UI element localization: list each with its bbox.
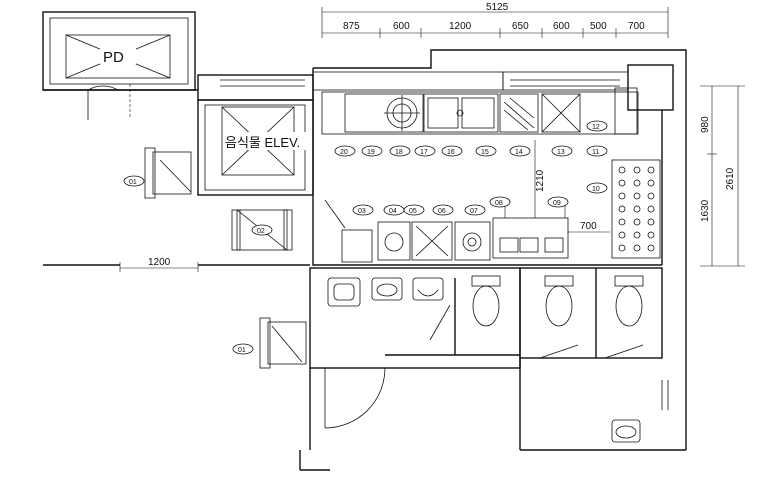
- tag-17: 17: [414, 145, 436, 157]
- svg-text:16: 16: [447, 149, 455, 156]
- dim-top-4: 650: [512, 21, 529, 32]
- svg-text:18: 18: [395, 149, 403, 156]
- tag-20: 20: [334, 145, 356, 157]
- svg-text:02: 02: [257, 228, 265, 235]
- dim-top-6: 500: [590, 21, 607, 32]
- equipment-tags: 03 04 05 06 07 08 09 10 11 12 13 14 15 1…: [334, 120, 608, 216]
- svg-text:11: 11: [592, 149, 599, 156]
- tag-10: 10: [586, 182, 608, 194]
- svg-text:05: 05: [409, 208, 417, 215]
- dim-corridor: 1200: [148, 257, 171, 268]
- front-counter: 700 1210: [324, 140, 610, 263]
- tag-05: 05: [403, 204, 425, 216]
- svg-text:14: 14: [515, 149, 523, 156]
- tag-18: 18: [389, 145, 411, 157]
- equipment-01-upper: 01: [123, 147, 192, 199]
- tag-07: 07: [464, 204, 486, 216]
- equipment-02: 02: [231, 209, 293, 251]
- dim-sink-width: 700: [580, 221, 597, 232]
- pd-shaft: PD: [42, 11, 196, 120]
- svg-text:03: 03: [358, 208, 366, 215]
- svg-text:19: 19: [367, 149, 375, 156]
- tag-19: 19: [361, 145, 383, 157]
- tag-16: 16: [441, 145, 463, 157]
- svg-text:04: 04: [389, 208, 397, 215]
- svg-text:12: 12: [592, 124, 600, 131]
- dim-top-5: 600: [553, 21, 570, 32]
- dim-right-upper: 980: [700, 116, 711, 133]
- dim-right-overall: 2610: [725, 167, 736, 190]
- tag-13: 13: [551, 145, 573, 157]
- svg-text:06: 06: [438, 208, 446, 215]
- tag-03: 03: [352, 204, 374, 216]
- range-burners: [611, 159, 661, 259]
- right-dimension-chain: 2610 980 1630: [700, 85, 745, 267]
- tag-06: 06: [432, 204, 454, 216]
- dim-top-7: 700: [628, 21, 645, 32]
- svg-text:10: 10: [592, 186, 600, 193]
- svg-text:09: 09: [553, 200, 561, 207]
- dim-top-3: 1200: [449, 21, 472, 32]
- kitchen-walls: [312, 49, 687, 450]
- dim-overall-top: 5125: [486, 2, 509, 13]
- dim-top-2: 600: [393, 21, 410, 32]
- dim-counter-depth: 1210: [535, 169, 546, 192]
- equipment-01-lower: 01: [232, 317, 307, 369]
- svg-text:20: 20: [340, 149, 348, 156]
- top-dimension-chain: 5125 875 600 1200 650 600 500 700: [321, 2, 669, 38]
- pd-label: PD: [103, 49, 124, 66]
- svg-text:01: 01: [238, 347, 246, 354]
- svg-text:15: 15: [481, 149, 489, 156]
- tag-12: 12: [586, 120, 608, 132]
- tag-09: 09: [547, 196, 569, 208]
- food-waste-elevator: 음식물 ELEV.: [197, 74, 314, 196]
- dim-top-1: 875: [343, 21, 360, 32]
- svg-text:08: 08: [495, 200, 503, 207]
- svg-text:07: 07: [470, 208, 478, 215]
- svg-text:17: 17: [420, 149, 428, 156]
- tag-15: 15: [475, 145, 497, 157]
- svg-text:13: 13: [557, 149, 565, 156]
- tag-14: 14: [509, 145, 531, 157]
- elevator-label: 음식물 ELEV.: [225, 135, 300, 150]
- back-counter: [321, 87, 639, 135]
- svg-text:01: 01: [129, 179, 137, 186]
- tag-08: 08: [489, 196, 511, 208]
- tag-11: 11: [586, 145, 608, 157]
- dim-right-lower: 1630: [700, 199, 711, 222]
- corridor-walls: 1200: [43, 89, 310, 272]
- tag-04: 04: [383, 204, 405, 216]
- restroom-area: [299, 267, 686, 471]
